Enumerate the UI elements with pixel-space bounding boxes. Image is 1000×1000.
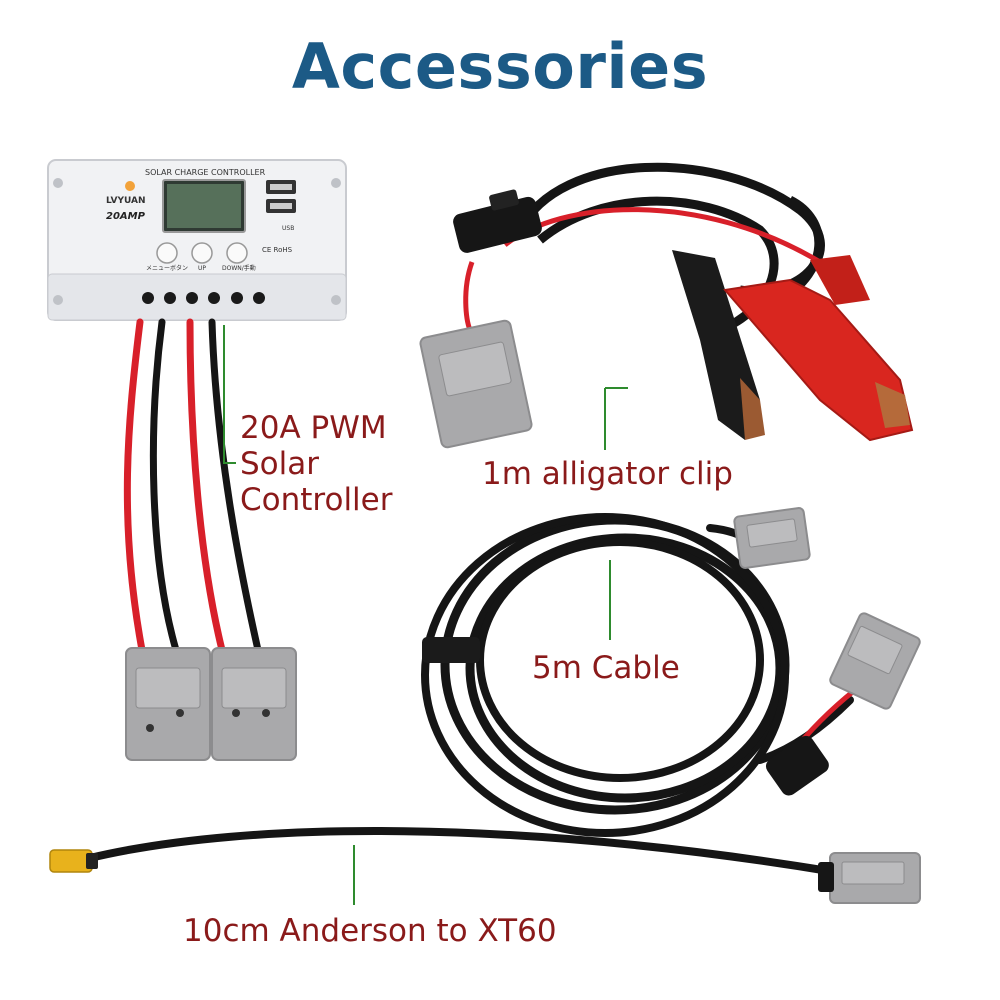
- cable-fuse-holder: [765, 735, 829, 796]
- up-button: [191, 242, 213, 264]
- clip-label: 1m alligator clip: [482, 456, 733, 492]
- xt60-connector: [49, 849, 93, 873]
- menu-button-label: メニューボタン: [146, 264, 188, 272]
- rohs-label: CE RoHS: [262, 246, 293, 254]
- controller-leader-line: [223, 325, 236, 464]
- controller-label: 20A PWM Solar Controller: [240, 410, 393, 518]
- usb-label: USB: [282, 225, 294, 232]
- cable-tie: [422, 637, 480, 663]
- controller-wires: [123, 318, 262, 654]
- rating-text: 20AMP: [106, 211, 146, 222]
- controller-label-line-1: 20A PWM: [240, 410, 387, 446]
- up-button-label: UP: [198, 265, 206, 272]
- controller-header-text: SOLAR CHARGE CONTROLLER: [145, 168, 266, 177]
- page-title: Accessories: [291, 30, 709, 103]
- solar-charge-controller: SOLAR CHARGE CONTROLLER LVYUAN 20AMP USB…: [47, 159, 347, 321]
- alligator-clip-cable: [419, 162, 914, 449]
- anderson-connector-pair: [125, 647, 297, 761]
- down-button: [226, 242, 248, 264]
- anderson-to-xt60-adapter: [49, 827, 921, 904]
- adapter-label: 10cm Anderson to XT60: [183, 913, 557, 949]
- controller-label-line-3: Controller: [240, 482, 393, 518]
- cable-anderson-top: [733, 507, 811, 569]
- cable-label: 5m Cable: [532, 650, 680, 686]
- controller-label-line-2: Solar: [240, 446, 319, 482]
- cable-anderson-bottom: [829, 612, 921, 710]
- brand-text: LVYUAN: [106, 196, 146, 206]
- menu-button: [156, 242, 178, 264]
- down-button-label: DOWN/手動: [222, 264, 256, 272]
